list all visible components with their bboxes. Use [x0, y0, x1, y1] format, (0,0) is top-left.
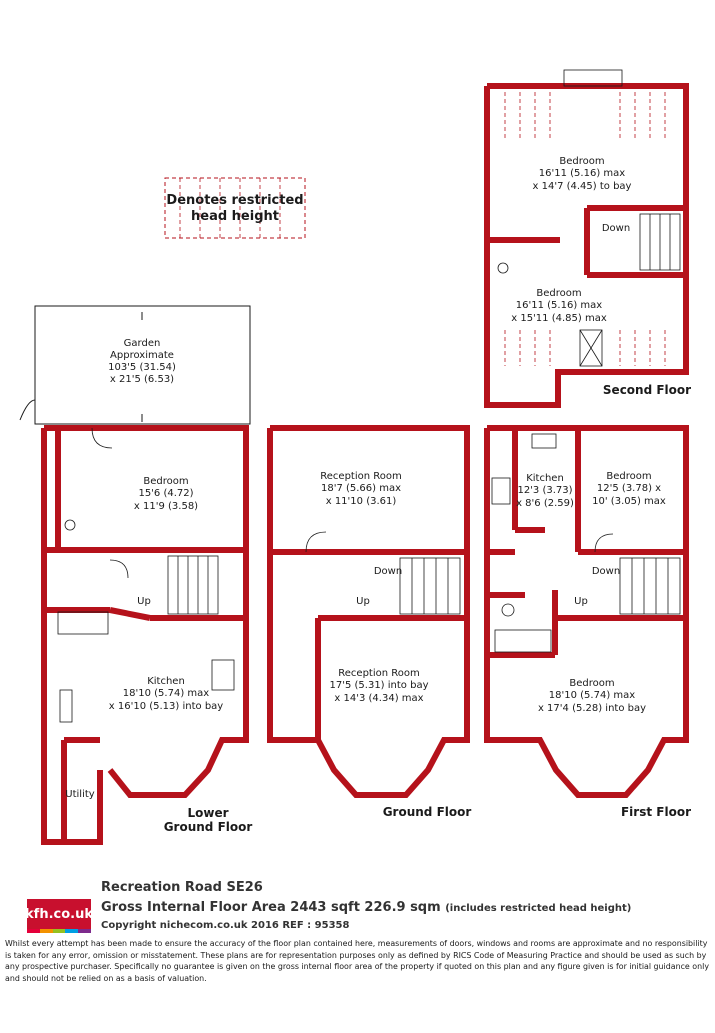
lower-ground-title-2: Ground Floor	[164, 820, 253, 834]
lg-up-label: Up	[137, 596, 151, 607]
garden-label: Garden	[124, 338, 161, 349]
ff-up-label: Up	[574, 596, 588, 607]
ff-bedroom1-size2: 10' (3.05) max	[592, 496, 666, 507]
lower-ground-title-1: Lower	[187, 806, 228, 820]
ff-bedroom1-label: Bedroom	[606, 471, 651, 482]
gf-reception2-size2: x 14'3 (4.34) max	[334, 693, 423, 704]
logo-bar-2	[39, 929, 53, 933]
property-address: Recreation Road SE26	[101, 880, 263, 895]
ground-floor-details	[305, 531, 461, 615]
sf-down-label: Down	[602, 223, 630, 234]
ff-down-label: Down	[592, 566, 620, 577]
logo-bar-3	[52, 929, 66, 933]
sf-bedroom1-size2: x 14'7 (4.45) to bay	[533, 181, 632, 192]
gf-reception1-size2: x 11'10 (3.61)	[326, 496, 397, 507]
gf-reception2-size1: 17'5 (5.31) into bay	[330, 680, 429, 691]
lg-bedroom-size2: x 11'9 (3.58)	[134, 501, 198, 512]
floor-area-value: Gross Internal Floor Area 2443 sqft 226.…	[101, 900, 441, 915]
gf-down-label: Down	[374, 566, 402, 577]
lg-kitchen-size2: x 16'10 (5.13) into bay	[109, 701, 224, 712]
gf-reception2-label: Reception Room	[338, 668, 419, 679]
first-floor-title: First Floor	[621, 805, 691, 819]
utility-label: Utility	[65, 789, 94, 800]
first-floor-plan	[484, 425, 689, 798]
first-floor-details	[491, 433, 681, 653]
second-floor-plan	[484, 83, 689, 408]
garden-length: 103'5 (31.54)	[108, 362, 176, 373]
sf-bedroom1-size1: 16'11 (5.16) max	[539, 168, 625, 179]
sf-bedroom1-label: Bedroom	[559, 156, 604, 167]
disclaimer: Whilst every attempt has been made to en…	[5, 939, 709, 983]
logo-bar-5	[78, 929, 91, 933]
key-text-1: Denotes restricted	[166, 193, 303, 208]
ff-kitchen-size1: 12'3 (3.73)	[517, 485, 572, 496]
lg-bedroom-label: Bedroom	[143, 476, 188, 487]
logo-bar-4	[65, 929, 79, 933]
floor-area-note: (includes restricted head height)	[445, 903, 632, 914]
copyright: Copyright nichecom.co.uk 2016 REF : 9535…	[101, 920, 350, 931]
lower-ground-floor-plan	[41, 425, 249, 845]
garden-area	[19, 305, 251, 425]
garden-width: x 21'5 (6.53)	[110, 374, 174, 385]
floor-plan-drawing: Denotes restricted head height Garden Ap…	[19, 69, 691, 845]
lower-ground-details	[57, 427, 235, 723]
logo-color-bars	[27, 929, 91, 933]
ff-bedroom1-size1: 12'5 (3.78) x	[597, 483, 661, 494]
kfh-logo: kfh.co.uk	[25, 899, 93, 929]
floor-area: Gross Internal Floor Area 2443 sqft 226.…	[101, 900, 631, 915]
gf-reception1-size1: 18'7 (5.66) max	[321, 483, 401, 494]
sf-bedroom2-size1: 16'11 (5.16) max	[516, 300, 602, 311]
key-text-2: head height	[191, 209, 279, 224]
gf-up-label: Up	[356, 596, 370, 607]
restricted-height-key: Denotes restricted head height	[164, 177, 306, 239]
ff-bedroom2-size1: 18'10 (5.74) max	[549, 690, 635, 701]
sf-bedroom2-size2: x 15'11 (4.85) max	[511, 313, 607, 324]
gf-reception1-label: Reception Room	[320, 471, 401, 482]
garden-approx: Approximate	[110, 350, 174, 361]
ground-floor-title: Ground Floor	[383, 805, 472, 819]
second-floor-title: Second Floor	[603, 383, 691, 397]
logo-bar-1	[27, 929, 40, 933]
lg-kitchen-size1: 18'10 (5.74) max	[123, 688, 209, 699]
sf-bedroom2-label: Bedroom	[536, 288, 581, 299]
ff-kitchen-size2: x 8'6 (2.59)	[516, 498, 574, 509]
lg-bedroom-size1: 15'6 (4.72)	[138, 488, 193, 499]
ff-kitchen-label: Kitchen	[526, 473, 564, 484]
ground-floor-plan	[267, 425, 470, 798]
lg-kitchen-label: Kitchen	[147, 676, 185, 687]
second-floor-details	[497, 69, 681, 367]
ff-bedroom2-label: Bedroom	[569, 678, 614, 689]
ff-bedroom2-size2: x 17'4 (5.28) into bay	[538, 703, 646, 714]
